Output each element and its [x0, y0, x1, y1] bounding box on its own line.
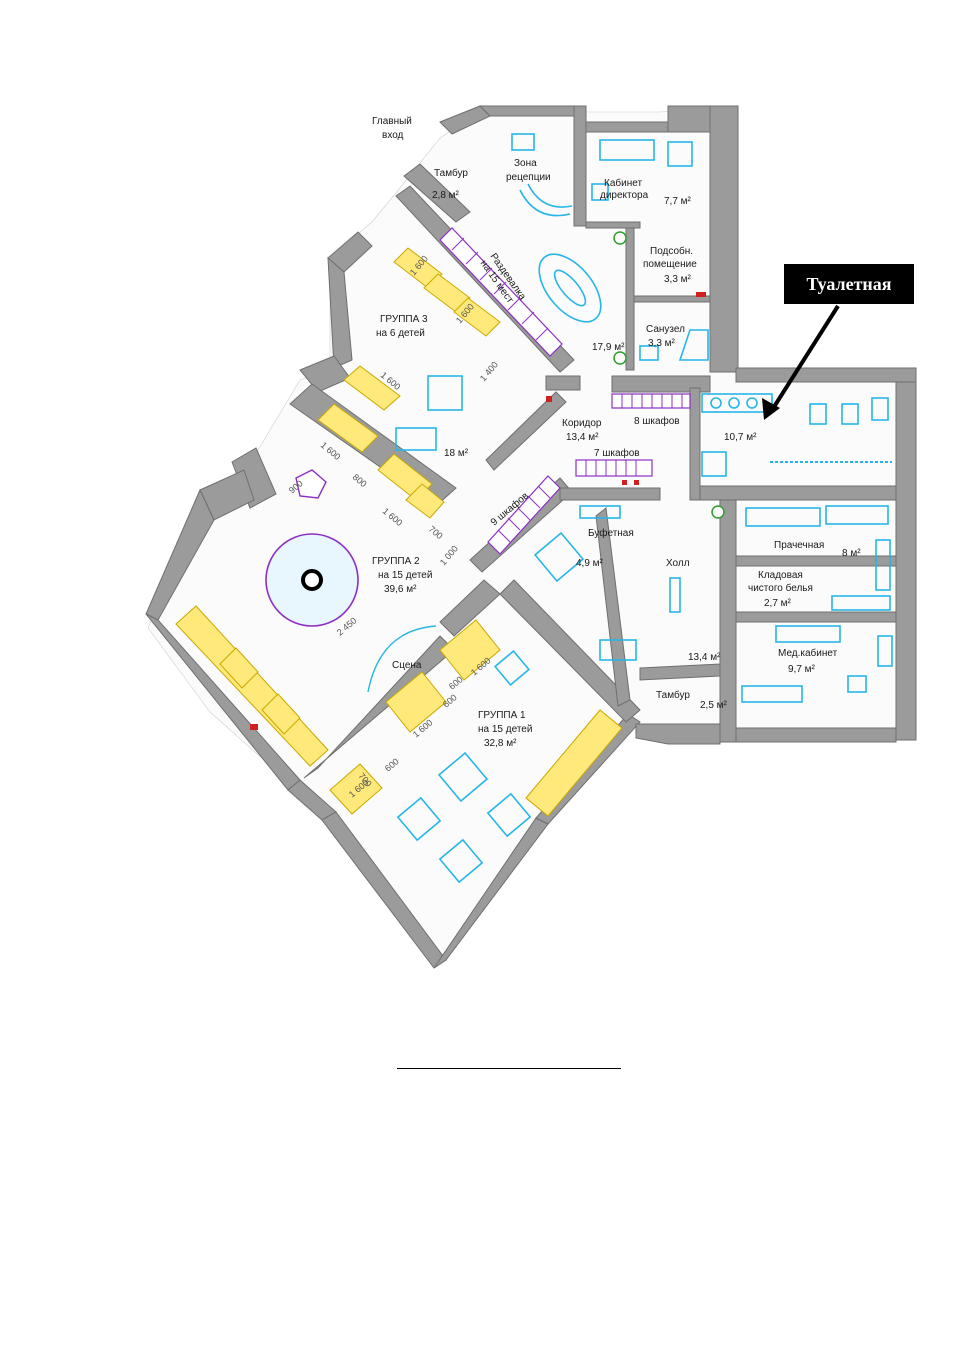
group2-area: 39,6 м²	[384, 584, 417, 595]
hall-name: Холл	[666, 558, 690, 569]
furniture-yellow	[175, 247, 623, 817]
group3-name-1: ГРУППА 3	[380, 314, 428, 325]
group1-name-2: на 15 детей	[478, 724, 532, 735]
linen-name-1: Кладовая	[758, 570, 803, 581]
tambur-bottom-name: Тамбур	[656, 689, 690, 701]
medical-area: 9,7 м²	[788, 664, 816, 675]
furniture-cyan	[265, 133, 893, 884]
callout-label: Туалетная	[806, 274, 891, 294]
group3-name-2: на 6 детей	[376, 328, 425, 339]
utility-name-1: Подсобн.	[650, 245, 693, 257]
director-name-1: Кабинет	[604, 177, 642, 189]
tambur-bottom-area: 2,5 м²	[700, 700, 728, 711]
group2-name-2: на 15 детей	[378, 570, 432, 581]
buffet-area: 4,9 м²	[576, 558, 604, 569]
main-entrance-label-1: Главный	[372, 116, 412, 127]
medical-name: Мед.кабинет	[778, 647, 838, 659]
stage-arc	[367, 625, 437, 693]
laundry-area: 8 м²	[842, 548, 861, 559]
callout-arrow-head	[762, 398, 780, 420]
corridor-area: 13,4 м²	[566, 432, 599, 443]
tambur-top-name: Тамбур	[434, 167, 468, 179]
tambur-top-area: 2,8 м²	[432, 190, 460, 201]
group3-area: 18 м²	[444, 448, 469, 459]
lockers7-label: 7 шкафов	[594, 447, 640, 459]
reception-label-1: Зона	[514, 158, 537, 169]
callout-arrow-line	[770, 304, 840, 412]
buffet-name: Буфетная	[588, 527, 634, 539]
stage-label: Сцена	[392, 660, 422, 671]
red-markers	[250, 292, 706, 730]
director-name-2: директора	[600, 190, 649, 201]
hall-area: 13,4 м²	[688, 652, 721, 663]
utility-area: 3,3 м²	[664, 274, 692, 285]
main-entrance-label-2: вход	[382, 130, 404, 141]
corridor-name: Коридор	[562, 418, 602, 429]
callout-box	[784, 264, 914, 304]
director-area: 7,7 м²	[664, 196, 692, 207]
bathroom-name: Санузел	[646, 324, 685, 335]
laundry-name: Прачечная	[774, 540, 824, 551]
reception-label-2: рецепции	[506, 172, 551, 183]
walls	[145, 105, 917, 969]
group2-name-1: ГРУППА 2	[372, 556, 420, 567]
lockers	[439, 227, 691, 555]
group1-name-1: ГРУППА 1	[478, 710, 526, 721]
bathroom-area: 3,3 м²	[648, 338, 676, 349]
linen-name-2: чистого белья	[748, 582, 813, 594]
cloakroom-area: 17,9 м²	[592, 342, 625, 353]
plant-icons	[613, 231, 725, 519]
linen-area: 2,7 м²	[764, 598, 792, 609]
group1-area: 32,8 м²	[484, 738, 517, 749]
signature-line	[397, 1068, 621, 1069]
lockers8-label: 8 шкафов	[634, 415, 680, 427]
utility-name-2: помещение	[643, 259, 697, 270]
callout: Туалетная	[762, 264, 914, 420]
toilet-area: 10,7 м²	[724, 432, 757, 443]
